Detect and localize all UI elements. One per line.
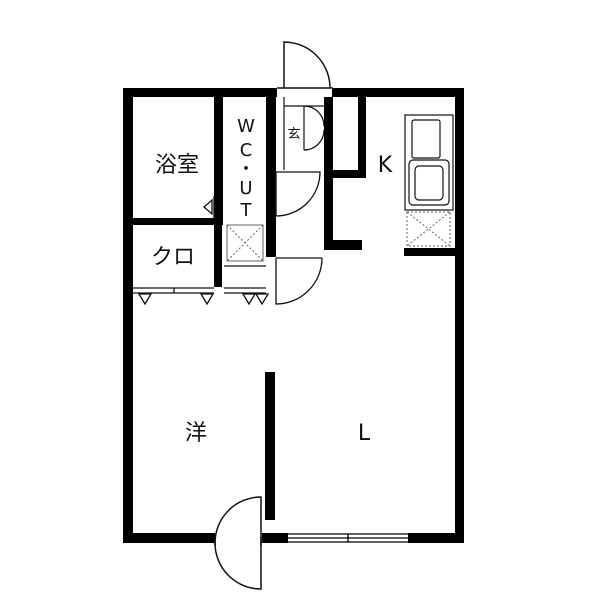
closet-doors xyxy=(133,287,270,306)
wc-door xyxy=(275,171,321,217)
bottom-window xyxy=(288,533,408,543)
wc-ut-char-3: ・ xyxy=(237,159,255,180)
washroom-door xyxy=(275,257,323,305)
fridge-space-icon xyxy=(406,211,451,247)
shoe-cabinet xyxy=(283,97,325,170)
wc-ut-char-1: W xyxy=(237,116,255,137)
room-label-bath: 浴室 xyxy=(155,153,199,178)
balcony-door xyxy=(214,496,262,590)
room-label-kitchen: K xyxy=(378,153,393,178)
room-label-closet: クロ xyxy=(151,245,195,270)
bath-door xyxy=(203,196,215,218)
entrance-door xyxy=(277,41,333,89)
room-label-entrance: 玄 xyxy=(287,127,300,142)
kitchen-counter xyxy=(404,114,454,211)
interior-walls xyxy=(133,97,455,520)
room-label-wc-ut: W C ・ U T xyxy=(237,116,255,221)
room-label-western: 洋 xyxy=(185,421,207,446)
wc-ut-char-2: C xyxy=(240,140,253,161)
wc-ut-char-4: U xyxy=(239,178,252,199)
outer-walls xyxy=(123,88,464,543)
wc-ut-char-5: T xyxy=(240,200,253,221)
room-label-living: L xyxy=(358,421,371,446)
washer-pan-icon xyxy=(226,224,264,262)
